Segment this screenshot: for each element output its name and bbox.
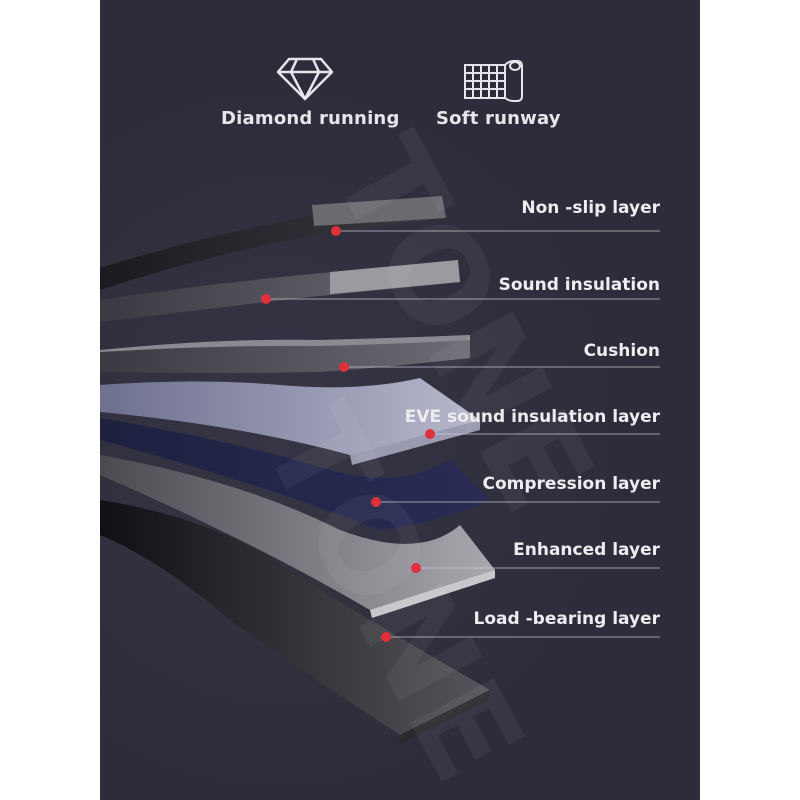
layer-label-load-bearing: Load -bearing layer [473, 609, 660, 629]
marker-dot-load-bearing [381, 632, 391, 642]
layer-label-cushion: Cushion [583, 341, 660, 361]
layer-label-non-slip: Non -slip layer [521, 198, 660, 218]
marker-dot-cushion [339, 362, 349, 372]
layer-label-compression: Compression layer [482, 474, 661, 494]
enhanced-layer-shape [100, 455, 495, 610]
eve-layer-shape [100, 378, 480, 455]
marker-dot-eve [425, 429, 435, 439]
feature-label-soft-runway: Soft runway [436, 108, 561, 129]
layer-label-sound-insulation: Sound insulation [498, 275, 660, 295]
load-bearing-layer-shape [100, 500, 490, 735]
layer-label-eve: EVE sound insulation layer [404, 407, 660, 427]
marker-dot-enhanced [411, 563, 421, 573]
feature-label-diamond-running: Diamond running [221, 108, 400, 129]
runway-roll-icon [464, 60, 523, 102]
marker-dot-compression [371, 497, 381, 507]
layer-label-enhanced: Enhanced layer [513, 540, 660, 560]
marker-dot-non-slip [331, 226, 341, 236]
diamond-icon [276, 57, 334, 101]
marker-dot-sound-insulation [261, 294, 271, 304]
